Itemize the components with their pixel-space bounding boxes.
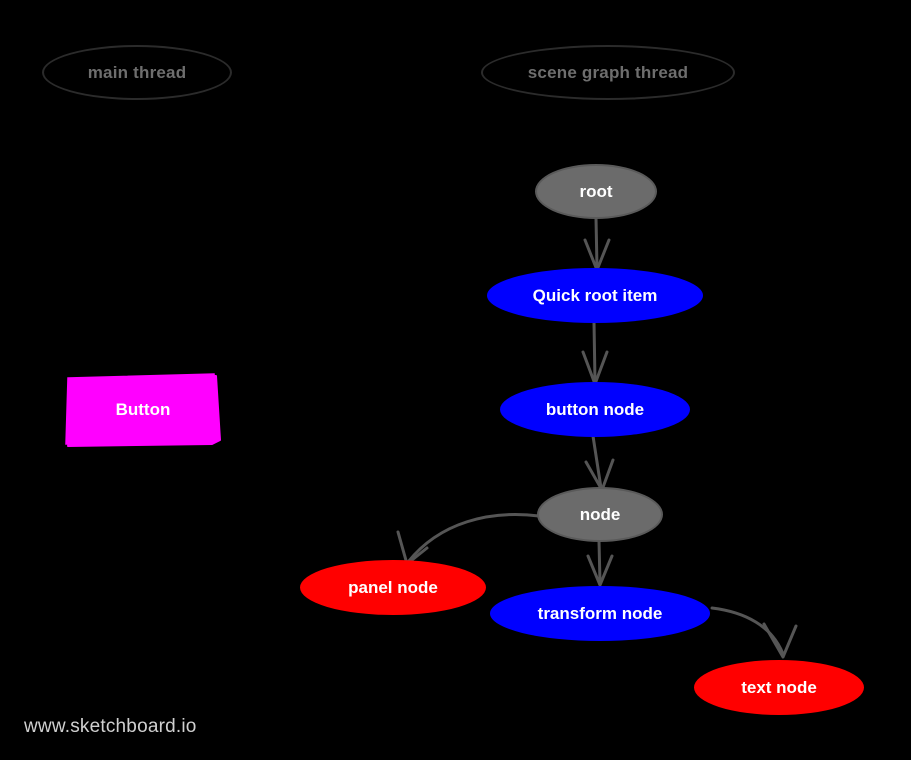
- watermark: www.sketchboard.io: [24, 716, 197, 737]
- node-transform-node-label: transform node: [537, 603, 663, 623]
- node-text-node-label: text node: [741, 677, 817, 697]
- node-button[interactable]: Button: [62, 372, 224, 448]
- node-text-node[interactable]: text node: [694, 660, 864, 715]
- edge-button-node-to-node: [584, 434, 615, 492]
- node-root[interactable]: root: [535, 164, 657, 219]
- node-panel-node[interactable]: panel node: [300, 560, 486, 615]
- edge-transform-node-to-text-node: [710, 606, 798, 659]
- node-quick-root-item[interactable]: Quick root item: [487, 268, 703, 323]
- edge-root-to-quick-root-item: [583, 216, 611, 272]
- node-transform-node[interactable]: transform node: [490, 586, 710, 641]
- edge-quick-root-item-to-button-node: [581, 320, 609, 386]
- node-button-node[interactable]: button node: [500, 382, 690, 437]
- node-root-label: root: [579, 181, 613, 201]
- edge-node-to-panel-node: [396, 513, 541, 566]
- node-node[interactable]: node: [537, 487, 663, 542]
- node-node-label: node: [579, 504, 621, 524]
- edge-node-to-transform-node: [586, 539, 614, 587]
- lane-main-thread[interactable]: main thread: [42, 45, 232, 100]
- lane-main-thread-label: main thread: [87, 62, 187, 82]
- node-button-node-label: button node: [545, 399, 645, 419]
- node-panel-node-label: panel node: [348, 577, 438, 597]
- button-shape: [65, 373, 221, 447]
- lane-scene-graph-thread-label: scene graph thread: [527, 62, 689, 82]
- node-button-label: Button: [115, 400, 171, 420]
- lane-scene-graph-thread[interactable]: scene graph thread: [481, 45, 735, 100]
- node-quick-root-item-label: Quick root item: [532, 285, 658, 305]
